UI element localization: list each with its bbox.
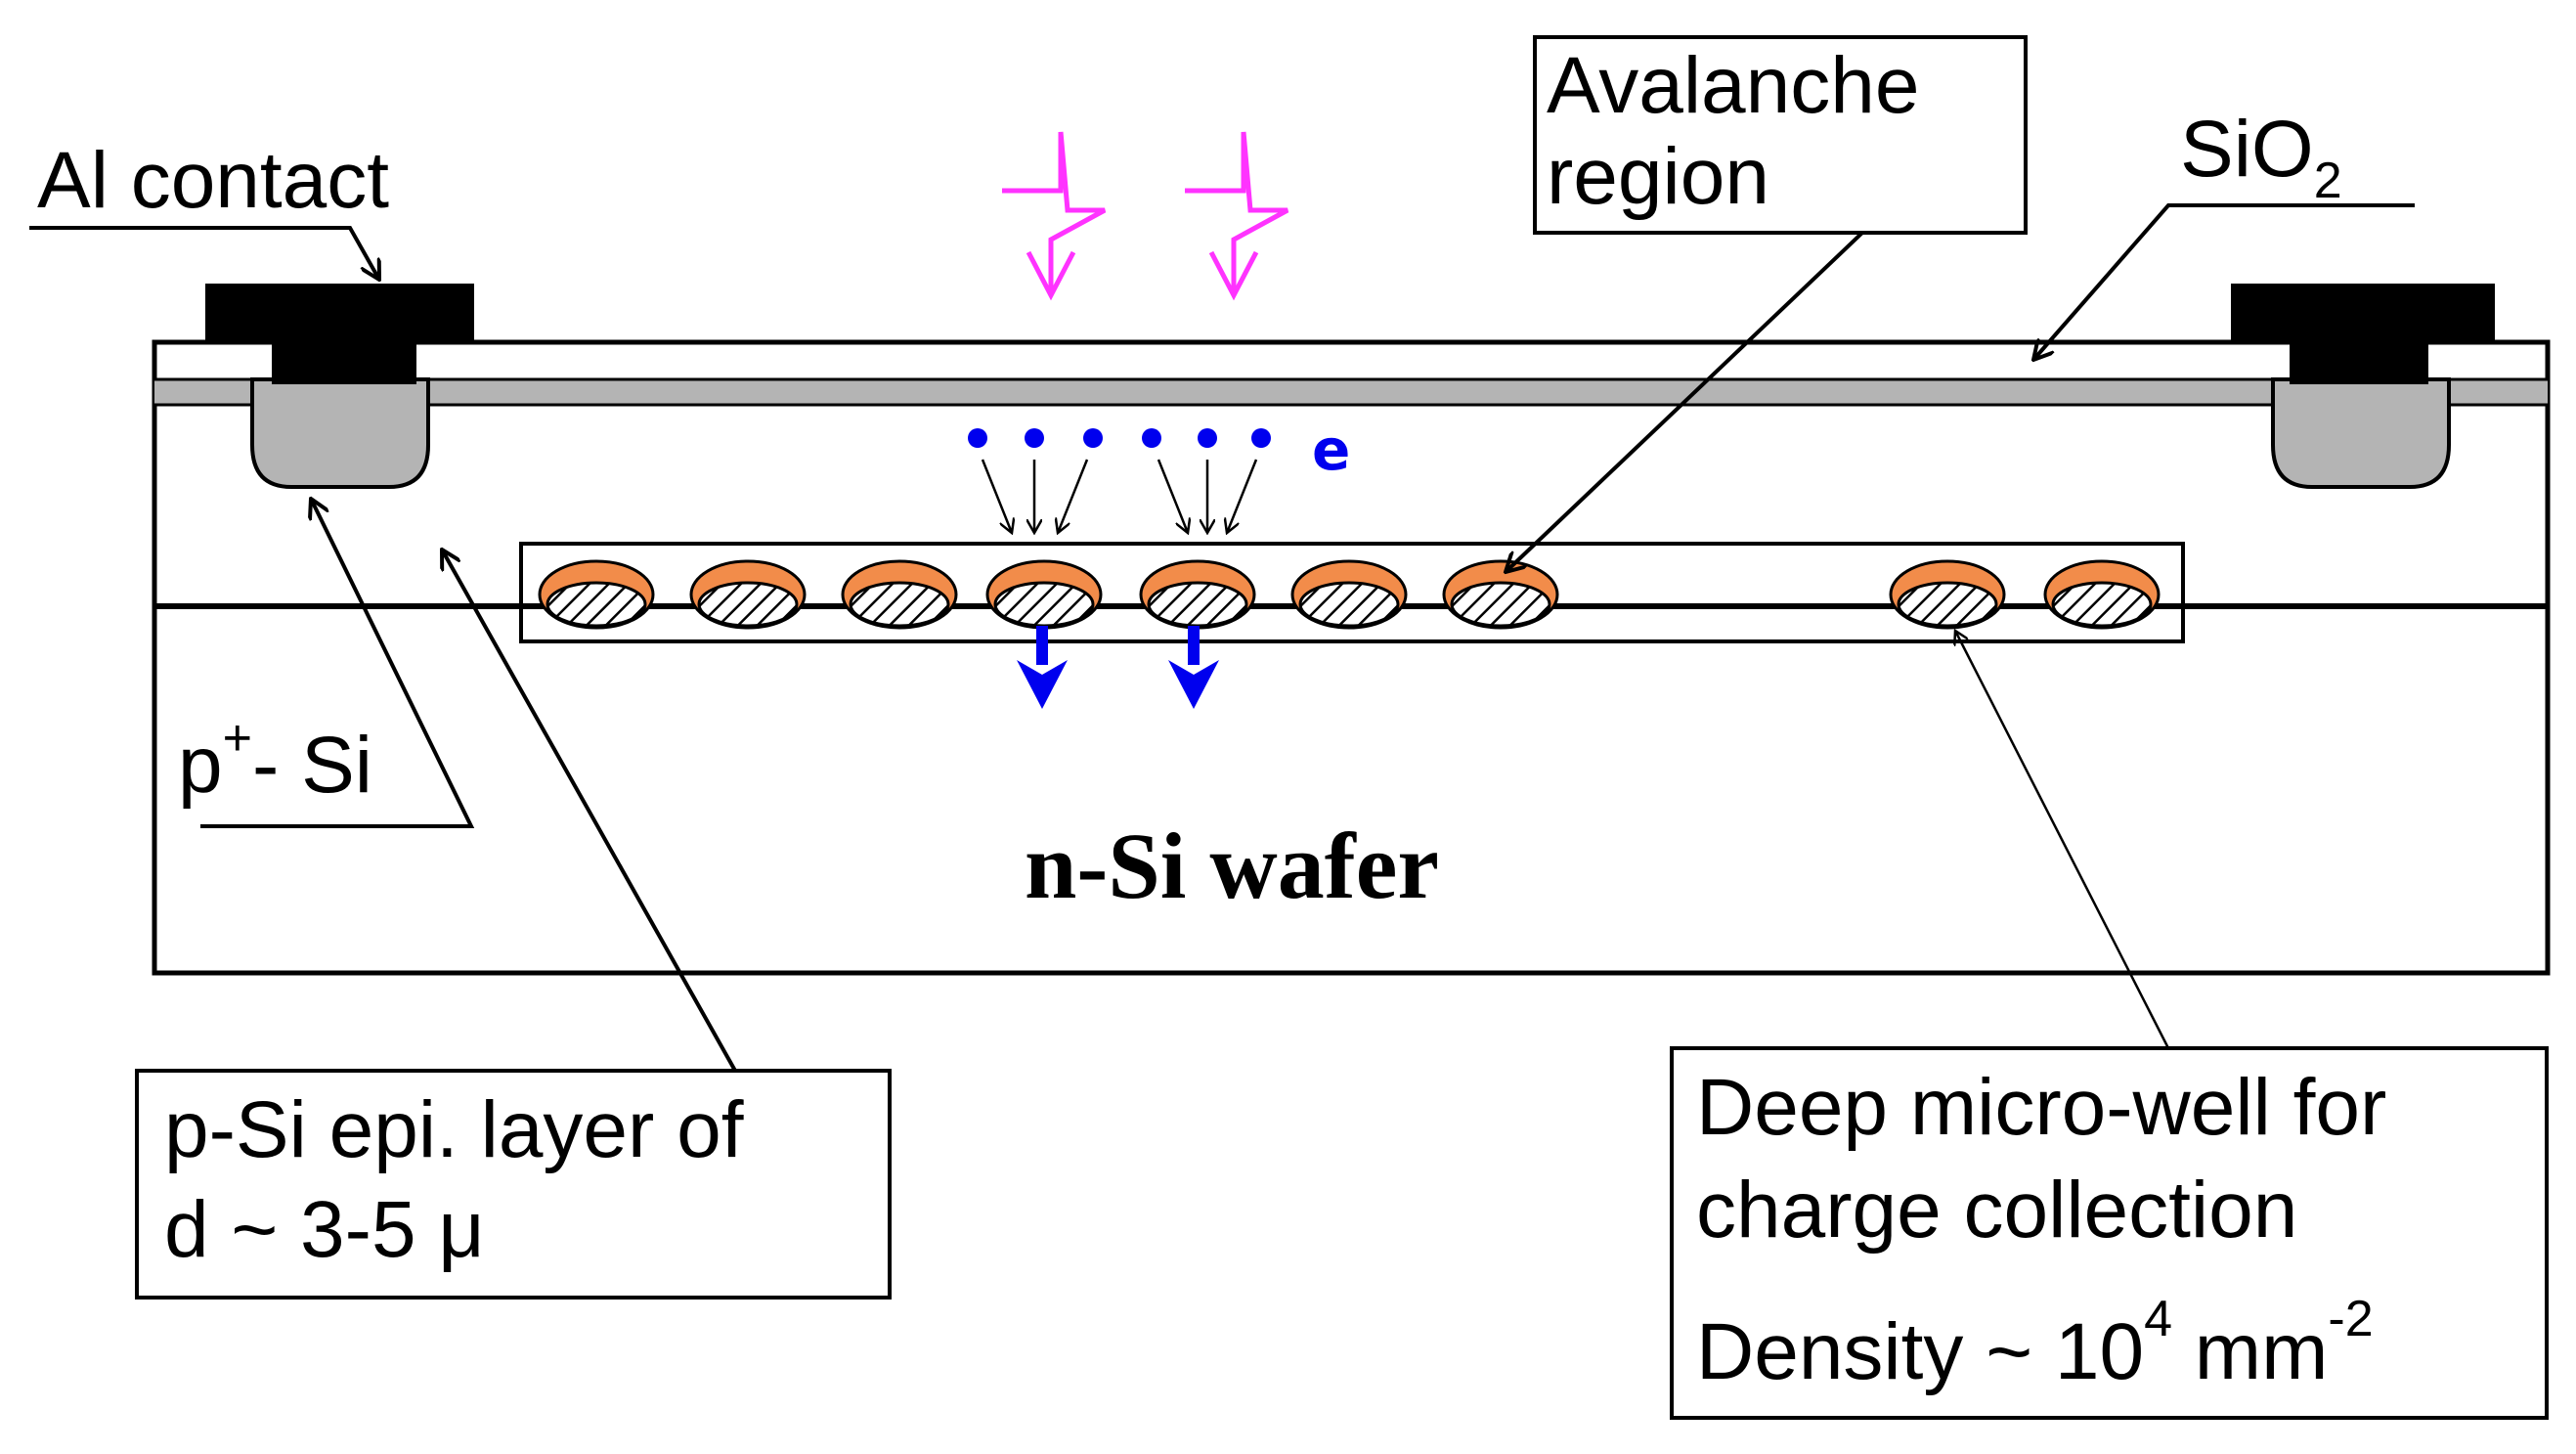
micro-well-leader	[1955, 631, 2170, 1049]
avalanche-label-box	[1533, 35, 2028, 235]
drift-arrows	[981, 459, 1258, 533]
al-contact-leader	[29, 226, 379, 280]
photon-icon	[1002, 131, 1107, 301]
avalanche-leader	[1506, 231, 1864, 572]
p-plus-si-leader	[200, 499, 475, 828]
al-contact-left	[205, 284, 474, 384]
sio2-leader	[2033, 203, 2415, 360]
avalanche-label-line1: Avalanche	[1547, 41, 1919, 130]
al-contact-label: Al contact	[37, 136, 389, 225]
charge-collection-arrow-icon	[1017, 626, 1068, 709]
microcell	[985, 559, 1103, 630]
microcell	[538, 559, 655, 630]
p-plus-si-well-left	[250, 377, 430, 489]
microcell-array-box	[519, 542, 2185, 643]
al-contact-right	[2231, 284, 2495, 384]
micro-well-label-line2: charge collection	[1696, 1166, 2297, 1255]
epi-layer-label-line1: p-Si epi. layer of	[164, 1085, 744, 1174]
microcell	[1290, 559, 1408, 630]
microcell	[1139, 559, 1256, 630]
p-plus-si-label: p+- Si	[178, 710, 372, 810]
wafer-label: n-Si wafer	[1025, 814, 1439, 918]
microcell-row	[538, 559, 2161, 630]
micro-well-label-line1: Deep micro-well for	[1696, 1063, 2386, 1152]
microcell	[2043, 559, 2161, 630]
epi-layer-label-line2: d ~ 3-5 μ	[164, 1185, 485, 1274]
sio2-layer	[154, 379, 2548, 405]
micro-well-label-box	[1670, 1046, 2549, 1420]
wafer-body	[152, 339, 2551, 976]
charge-collection-arrow-icon	[1168, 626, 1219, 709]
density-label: Density ~ 104 mm-2	[1696, 1291, 2374, 1396]
electron-label: e	[1312, 417, 1350, 483]
photon-icon	[1185, 131, 1289, 301]
microcell	[1442, 559, 1559, 630]
epi-layer-leader	[442, 550, 737, 1072]
microcell	[1889, 559, 2006, 630]
avalanche-label-line2: region	[1547, 132, 1769, 221]
sio2-label: SiO2	[2180, 105, 2342, 209]
epi-layer-label-box	[135, 1069, 892, 1300]
electron-dots	[968, 428, 1271, 448]
microcell	[689, 559, 807, 630]
p-plus-si-well-right	[2271, 377, 2451, 489]
microcell	[841, 559, 958, 630]
